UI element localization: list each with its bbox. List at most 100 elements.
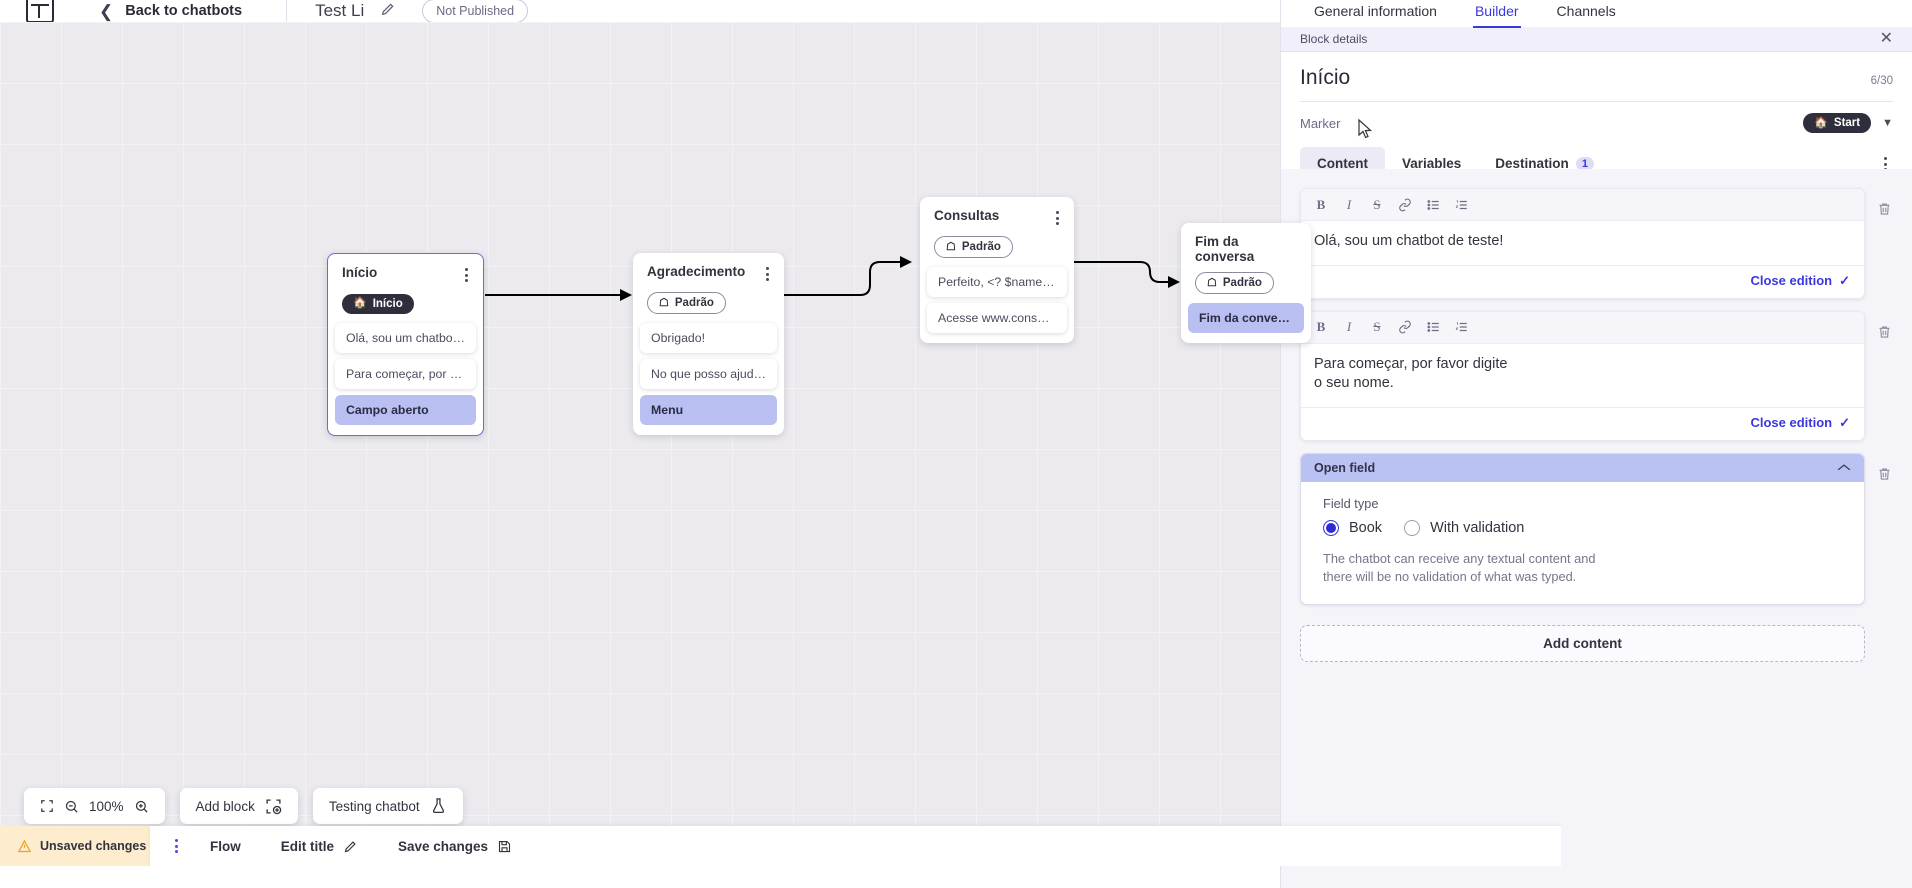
block-header: Início <box>328 254 483 285</box>
save-changes-button[interactable]: Save changes <box>378 839 532 854</box>
marker-control[interactable]: 🏠 Start ▼ <box>1803 113 1893 133</box>
block-message[interactable]: Para começar, por favor digite o ... <box>335 358 476 389</box>
strikethrough-icon[interactable]: S <box>1373 319 1381 335</box>
block-header: Fim da conversa <box>1181 223 1311 264</box>
add-content-button[interactable]: Add content <box>1300 624 1865 662</box>
edit-title-button[interactable]: Edit title <box>261 839 378 854</box>
block-tag-label: Padrão <box>961 241 1001 253</box>
block-menu-icon[interactable] <box>1054 208 1061 228</box>
radio-book-input[interactable] <box>1323 519 1339 536</box>
block-title: Fim da conversa <box>1195 234 1255 264</box>
footer-actions: Flow Edit title Save changes <box>150 826 1561 866</box>
tab-variables-label: Variables <box>1402 156 1462 171</box>
tab-general-information[interactable]: General information <box>1314 3 1437 19</box>
trash-icon[interactable] <box>1875 198 1893 220</box>
more-vertical-icon[interactable] <box>163 839 190 853</box>
flow-block-consultas[interactable]: Consultas ☖ Padrão Perfeito, <? $name ?>… <box>920 197 1074 343</box>
top-bar: ❮ Back to chatbots Test Li Not Published <box>0 0 1560 22</box>
block-tag-padrao: ☖ Padrão <box>647 292 726 314</box>
block-tag-row: ☖ Padrão <box>633 284 784 323</box>
destination-count-badge: 1 <box>1575 156 1594 171</box>
block-menu-icon[interactable] <box>463 265 470 285</box>
chevron-left-icon[interactable]: ❮ <box>99 1 114 21</box>
close-icon[interactable]: ✕ <box>1879 30 1893 47</box>
chevron-up-icon[interactable] <box>1837 461 1851 475</box>
bold-icon[interactable]: B <box>1316 196 1326 212</box>
editor-toolbar: B I S <box>1301 189 1864 221</box>
fit-screen-icon[interactable] <box>40 799 54 813</box>
close-edition-button[interactable]: Close edition ✓ <box>1750 415 1850 431</box>
panel-content-scroll[interactable]: B I S <box>1281 169 1912 888</box>
block-menu-icon[interactable] <box>764 264 771 284</box>
block-tag-padrao: ☖ Padrão <box>1195 272 1274 294</box>
tab-variables[interactable]: Variables <box>1385 147 1478 180</box>
flow-block-agradecimento[interactable]: Agradecimento ☖ Padrão Obrigado! No que … <box>633 253 784 435</box>
strikethrough-icon[interactable]: S <box>1373 196 1381 212</box>
block-details-header: Block details ✕ <box>1281 27 1912 52</box>
field-type-radio-group: Book With validation <box>1323 519 1848 536</box>
zoom-controls[interactable]: 100% <box>24 788 165 824</box>
content-editor-item: B I S <box>1300 310 1893 441</box>
flow-block-inicio[interactable]: Início 🏠 Início Olá, sou um chatbot de t… <box>327 253 484 436</box>
rich-text-editor[interactable]: B I S <box>1300 188 1865 299</box>
flow-block-fim-da-conversa[interactable]: Fim da conversa ☖ Padrão Fim da conversa <box>1181 223 1311 343</box>
home-icon: 🏠 <box>1814 116 1828 129</box>
trash-icon[interactable] <box>1875 463 1893 485</box>
editor-text[interactable]: Olá, sou um chatbot de teste! <box>1314 233 1504 249</box>
tab-builder[interactable]: Builder <box>1472 0 1521 28</box>
block-message[interactable]: Olá, sou um chatbot de teste! <box>335 322 476 353</box>
rich-text-editor[interactable]: B I S <box>1300 310 1865 441</box>
open-field-body: Field type Book With validation The <box>1301 482 1864 604</box>
tag-icon: ☖ <box>659 296 669 309</box>
italic-icon[interactable]: I <box>1346 196 1352 212</box>
italic-icon[interactable]: I <box>1346 319 1352 335</box>
pencil-icon[interactable] <box>380 1 396 21</box>
flask-icon <box>430 797 447 815</box>
bold-icon[interactable]: B <box>1316 319 1326 335</box>
trash-icon[interactable] <box>1875 321 1893 343</box>
marker-row: Marker 🏠 Start ▼ <box>1300 102 1893 133</box>
close-edition-button[interactable]: Close edition ✓ <box>1750 273 1850 289</box>
zoom-in-icon[interactable] <box>134 799 149 814</box>
block-message[interactable]: Acesse www.consultas.com par... <box>927 303 1067 333</box>
block-message[interactable]: No que posso ajudar, <? $name ... <box>640 359 777 389</box>
add-block-button[interactable]: Add block <box>179 788 298 824</box>
open-field-panel[interactable]: Open field Field type Book <box>1300 452 1865 605</box>
marker-badge-start[interactable]: 🏠 Start <box>1803 113 1872 133</box>
tab-channels[interactable]: Channels <box>1556 3 1616 19</box>
block-message[interactable]: Fim da conversa <box>1188 303 1304 333</box>
page-title: Início <box>1300 66 1351 89</box>
block-tag-label: Padrão <box>674 297 714 309</box>
back-to-chatbots-link[interactable]: Back to chatbots <box>125 3 243 19</box>
bullet-list-icon[interactable] <box>1419 315 1447 340</box>
block-tag-row: ☖ Padrão <box>1181 264 1311 303</box>
numbered-list-icon[interactable] <box>1447 315 1475 340</box>
block-tag-row: 🏠 Início <box>328 285 483 323</box>
bullet-list-icon[interactable] <box>1419 192 1447 217</box>
home-icon: 🏠 <box>353 297 367 309</box>
link-icon[interactable] <box>1391 315 1419 340</box>
flow-button[interactable]: Flow <box>210 838 241 854</box>
link-icon[interactable] <box>1391 192 1419 217</box>
open-field-header[interactable]: Open field <box>1301 453 1864 482</box>
numbered-list-icon[interactable] <box>1447 192 1475 217</box>
flow-canvas[interactable]: Início 🏠 Início Olá, sou um chatbot de t… <box>0 22 1561 866</box>
tag-icon: ☖ <box>1207 276 1217 289</box>
block-message[interactable]: Menu <box>640 395 777 425</box>
chevron-down-icon[interactable]: ▼ <box>1882 117 1893 129</box>
app-logo-icon[interactable] <box>26 0 54 22</box>
title-divider <box>1300 101 1893 102</box>
radio-option-book[interactable]: Book <box>1323 519 1382 536</box>
testing-chatbot-button[interactable]: Testing chatbot <box>312 788 463 824</box>
char-count-label: 6/30 <box>1870 75 1893 87</box>
block-message[interactable]: Obrigado! <box>640 323 777 353</box>
block-message[interactable]: Campo aberto <box>335 394 476 425</box>
editor-text[interactable]: Para começar, por favor digite o seu nom… <box>1314 355 1508 392</box>
zoom-out-icon[interactable] <box>64 799 79 814</box>
radio-with-validation-input[interactable] <box>1404 519 1421 536</box>
top-divider <box>286 0 288 22</box>
block-tag-row: ☖ Padrão <box>920 228 1074 267</box>
radio-option-with-validation[interactable]: With validation <box>1404 519 1524 536</box>
block-message[interactable]: Perfeito, <? $name ?>! <box>927 267 1067 297</box>
tab-destination[interactable]: Destination 1 <box>1478 147 1611 180</box>
